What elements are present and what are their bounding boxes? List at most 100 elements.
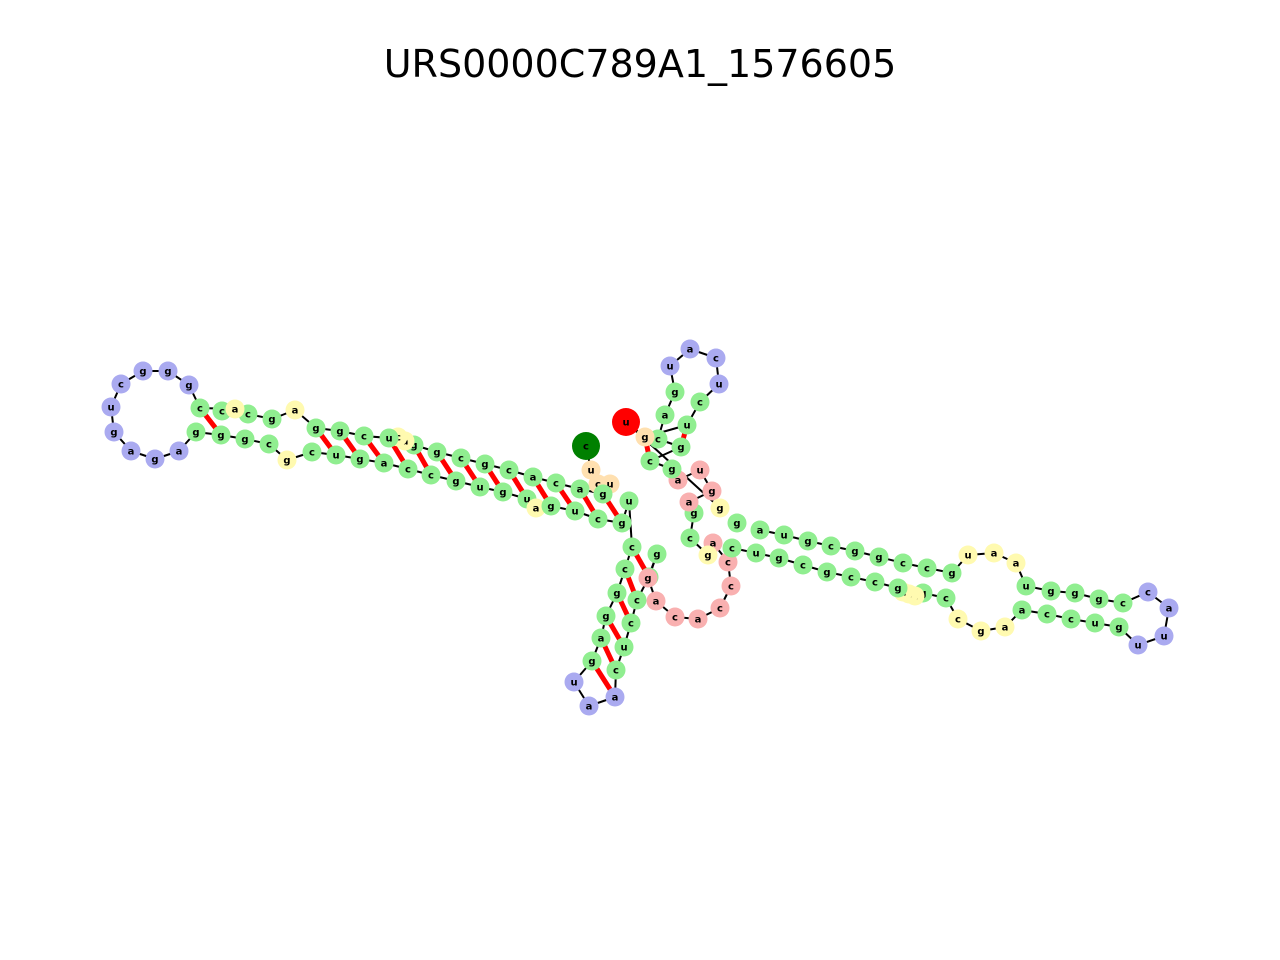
nucleotide-circle <box>493 482 513 502</box>
nucleotide-label: g <box>185 381 192 392</box>
nucleotide-circle <box>646 591 666 611</box>
nucleotide-label: a <box>598 634 605 645</box>
nucleotide-label: g <box>110 428 117 439</box>
nucleotide-label: g <box>499 488 506 499</box>
nucleotide-circle <box>709 374 729 394</box>
nucleotide: c <box>665 607 685 627</box>
nucleotide: a <box>121 441 141 461</box>
nucleotide-circle <box>591 628 611 648</box>
nucleotide-circle <box>917 558 937 578</box>
nucleotide: g <box>665 382 685 402</box>
nucleotide-circle <box>1016 576 1036 596</box>
nucleotide-label: u <box>964 551 971 562</box>
nucleotide: g <box>698 545 718 565</box>
nucleotide: c <box>710 598 730 618</box>
nucleotide-label: g <box>894 584 901 595</box>
nucleotide-label: a <box>292 406 299 417</box>
nucleotide: g <box>211 425 231 445</box>
nucleotide-label: c <box>900 559 906 570</box>
nucleotide-label: g <box>644 574 651 585</box>
nucleotide-label: c <box>655 435 661 446</box>
nucleotide-circle <box>421 465 441 485</box>
nucleotide-label: a <box>530 473 537 484</box>
nucleotide-circle <box>158 361 178 381</box>
nucleotide: c <box>690 392 710 412</box>
nucleotide: g <box>158 361 178 381</box>
nucleotide-label: c <box>713 354 719 365</box>
nucleotide-circle <box>627 590 647 610</box>
nucleotide-circle <box>971 621 991 641</box>
nucleotide-label: a <box>662 411 669 422</box>
nucleotide-circle <box>706 348 726 368</box>
nucleotide-label: a <box>577 485 584 496</box>
nucleotide-circle <box>607 583 627 603</box>
nucleotide: c <box>721 576 741 596</box>
nucleotide-circle <box>596 606 616 626</box>
nucleotide-circle <box>262 409 282 429</box>
nucleotide-label: a <box>533 504 540 515</box>
nucleotide-label: g <box>653 550 660 561</box>
nucleotide-label: c <box>828 542 834 553</box>
nucleotide-circle <box>398 459 418 479</box>
nucleotide-label: a <box>991 549 998 560</box>
nucleotide-circle <box>680 339 700 359</box>
nucleotide-circle <box>169 441 189 461</box>
nucleotide: a <box>523 467 543 487</box>
nucleotide: g <box>350 449 370 469</box>
nucleotide: c <box>821 536 841 556</box>
nucleotide-label: c <box>629 543 635 554</box>
nucleotide-label: c <box>506 466 512 477</box>
nucleotide-label: c <box>219 407 225 418</box>
nucleotide-circle <box>721 576 741 596</box>
nucleotide-circle <box>259 434 279 454</box>
nucleotide-label: a <box>686 498 693 509</box>
nucleotide-circle <box>564 672 584 692</box>
nucleotide-circle <box>612 408 640 436</box>
nucleotide: c <box>111 374 131 394</box>
nucleotide: c <box>606 660 626 680</box>
nucleotide-circle <box>475 454 495 474</box>
nucleotide-circle <box>690 460 710 480</box>
nucleotide: a <box>526 498 546 518</box>
nucleotide-label: g <box>804 537 811 548</box>
nucleotide-circle <box>677 415 697 435</box>
nucleotide-circle <box>660 356 680 376</box>
nucleotide-label: g <box>716 504 723 515</box>
nucleotide-circle <box>702 481 722 501</box>
nucleotide-label: g <box>613 589 620 600</box>
nucleotide: g <box>186 422 206 442</box>
nucleotide: g <box>1041 581 1061 601</box>
nucleotide: c <box>259 434 279 454</box>
nucleotide-circle <box>277 450 297 470</box>
nucleotide-label: c <box>553 479 559 490</box>
nucleotide: g <box>104 422 124 442</box>
nucleotide: c <box>1061 609 1081 629</box>
nucleotide: u <box>101 397 121 417</box>
nucleotide-circle <box>1065 583 1085 603</box>
nucleotide-label: c <box>245 410 251 421</box>
nucleotide-label: u <box>683 421 690 432</box>
nucleotide: c <box>948 609 968 629</box>
nucleotide-circle <box>211 425 231 445</box>
nucleotide-circle <box>865 572 885 592</box>
nucleotide: a <box>1012 600 1032 620</box>
nucleotide: c <box>706 348 726 368</box>
nucleotide-label: g <box>151 455 158 466</box>
nucleotide: g <box>596 606 616 626</box>
nucleotide: g <box>1065 583 1085 603</box>
nucleotide-circle <box>427 442 447 462</box>
nucleotide: c <box>917 558 937 578</box>
nucleotide-label: g <box>733 519 740 530</box>
nucleotide-label: g <box>192 428 199 439</box>
nucleotide: u <box>1085 613 1105 633</box>
nucleotide: u <box>677 415 697 435</box>
nucleotide-circle <box>619 491 639 511</box>
nucleotide: g <box>493 482 513 502</box>
nucleotide-circle <box>499 460 519 480</box>
nucleotide: a <box>750 520 770 540</box>
nucleotide-label: u <box>666 362 673 373</box>
nucleotide: g <box>179 375 199 395</box>
nucleotide: a <box>605 687 625 707</box>
nucleotide: u <box>746 543 766 563</box>
nucleotide-circle <box>541 496 561 516</box>
